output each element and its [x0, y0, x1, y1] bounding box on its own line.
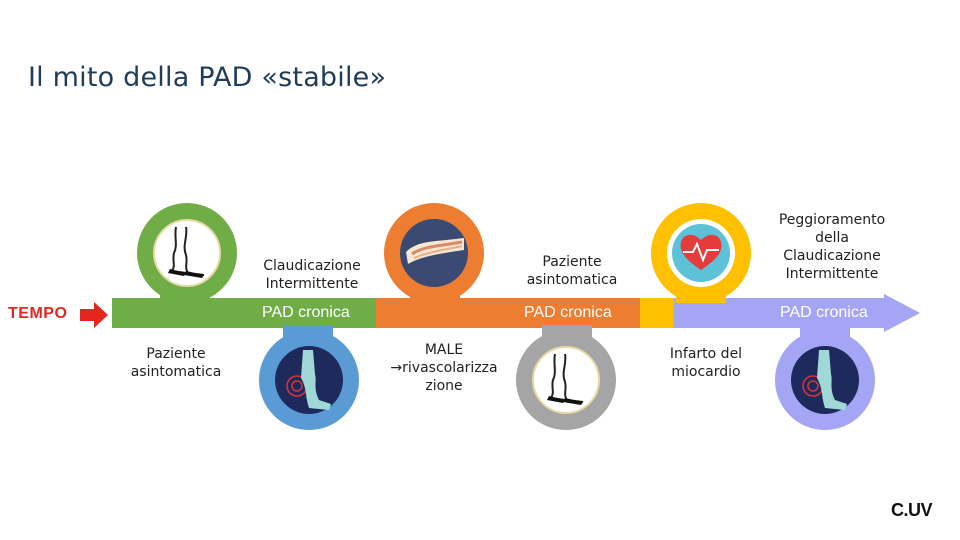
- segment-label-2: PAD cronica: [524, 298, 612, 328]
- legs-icon: [541, 350, 591, 406]
- tempo-arrow-icon: [80, 302, 108, 328]
- vessel-icon: [404, 232, 466, 272]
- legs-icon: [162, 223, 212, 279]
- slide-title: Il mito della PAD «stabile»: [28, 62, 386, 93]
- tempo-label: TEMPO: [8, 305, 67, 323]
- label-peggioramento: Peggioramento della Claudicazione Interm…: [766, 211, 898, 283]
- timeline-arrowhead: [884, 294, 920, 332]
- label-infarto: Infarto del miocardio: [650, 345, 762, 381]
- timeline-segment-yellow: [640, 298, 678, 328]
- leg-pain-icon: [799, 348, 851, 412]
- cuv-logo: C.UV: [891, 500, 932, 521]
- heart-icon: [679, 232, 723, 272]
- segment-label-3: PAD cronica: [780, 298, 868, 328]
- segment-label-1: PAD cronica: [262, 298, 350, 328]
- leg-pain-icon: [283, 348, 335, 412]
- label-claudicazione: Claudicazione Intermittente: [252, 257, 372, 293]
- label-paziente-asintomatica-top: Paziente asintomatica: [512, 253, 632, 289]
- label-paziente-asintomatica-bottom: Paziente asintomatica: [118, 345, 234, 381]
- logo-text: C.UV: [891, 500, 932, 520]
- label-male-rivascolarizzazione: MALE →rivascolarizza zione: [376, 341, 512, 395]
